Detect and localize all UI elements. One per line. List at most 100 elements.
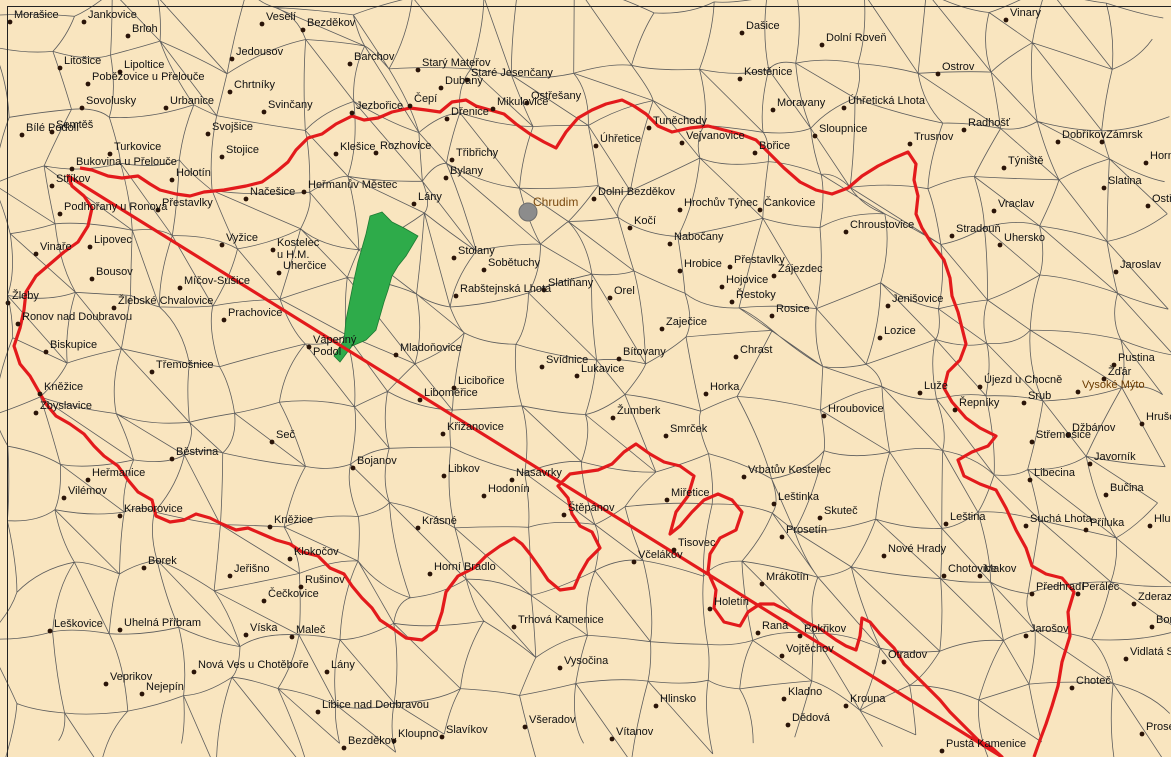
- place-label: Uherčice: [283, 260, 326, 272]
- village-dot-icon: [817, 515, 823, 521]
- place-label: Tuněchody: [653, 115, 708, 127]
- place-label: Horní Jelení: [1150, 150, 1171, 162]
- place-label: Bezděkov: [307, 17, 356, 29]
- place-label: Jaroslav: [1120, 259, 1161, 271]
- place-label: Týniště: [1008, 155, 1043, 167]
- village-dot-icon: [243, 196, 249, 202]
- village-dot-icon: [522, 724, 528, 730]
- village-dot-icon: [107, 151, 113, 157]
- village-dots: [5, 17, 1155, 754]
- place-label: Holetín: [714, 596, 749, 608]
- place-label: Vysoké Mýto: [1082, 379, 1145, 391]
- village-dot-icon: [719, 284, 725, 290]
- village-dot-icon: [89, 276, 95, 282]
- place-label: Vyžice: [226, 232, 258, 244]
- village-dot-icon: [261, 109, 267, 115]
- place-label: Jeřišno: [234, 563, 269, 575]
- village-dot-icon: [1101, 376, 1107, 382]
- place-label: Rušinov: [305, 574, 345, 586]
- place-label: Kněžice: [44, 381, 83, 393]
- place-label: Vysočina: [564, 655, 609, 667]
- village-dot-icon: [610, 415, 616, 421]
- village-dot-icon: [659, 326, 665, 332]
- village-dot-icon: [1131, 601, 1137, 607]
- village-dot-icon: [289, 634, 295, 640]
- place-label: Nové Hrady: [888, 543, 947, 555]
- village-dot-icon: [1101, 185, 1107, 191]
- village-dot-icon: [300, 27, 306, 33]
- place-label: Pustina: [1118, 352, 1156, 364]
- village-dot-icon: [771, 501, 777, 507]
- place-label: Žďár: [1108, 365, 1132, 378]
- place-label: Barchov: [354, 51, 395, 63]
- village-dot-icon: [481, 267, 487, 273]
- place-label: Jedousov: [236, 46, 284, 58]
- place-label: u H.M.: [277, 249, 309, 261]
- village-dot-icon: [939, 748, 945, 754]
- village-dot-icon: [752, 150, 758, 156]
- village-dot-icon: [677, 268, 683, 274]
- village-dot-icon: [79, 105, 85, 111]
- village-dot-icon: [117, 69, 123, 75]
- village-dot-icon: [85, 477, 91, 483]
- place-label: Libkov: [448, 463, 480, 475]
- place-label: Maleč: [296, 624, 326, 636]
- village-dot-icon: [881, 659, 887, 665]
- village-dot-icon: [87, 244, 93, 250]
- village-dot-icon: [440, 431, 446, 437]
- village-dot-icon: [664, 497, 670, 503]
- place-label: Brloh: [132, 23, 158, 35]
- village-dot-icon: [733, 354, 739, 360]
- village-dot-icon: [952, 407, 958, 413]
- place-label: Miřetice: [671, 487, 710, 499]
- place-label: Dědová: [792, 712, 831, 724]
- village-dot-icon: [125, 33, 131, 39]
- place-label: Klešice: [340, 141, 375, 153]
- city-chrudim-circle-icon[interactable]: [518, 202, 538, 222]
- village-dot-icon: [270, 247, 276, 253]
- village-dot-icon: [111, 305, 117, 311]
- village-dot-icon: [961, 127, 967, 133]
- place-label: Podhořany u Ronova: [64, 201, 168, 213]
- city-label-chrudim: Chrudim: [533, 195, 578, 209]
- village-dot-icon: [33, 410, 39, 416]
- place-label: Řestoky: [736, 288, 776, 301]
- place-label: Skuteč: [824, 505, 858, 517]
- village-dot-icon: [1143, 160, 1149, 166]
- village-dot-icon: [349, 110, 355, 116]
- place-label: Vítanov: [616, 726, 654, 738]
- village-dot-icon: [411, 201, 417, 207]
- highlighted-municipality-morasice[interactable]: [333, 211, 419, 363]
- village-dot-icon: [269, 439, 275, 445]
- place-label: Příluka: [1090, 517, 1125, 529]
- place-label: Hroubovice: [828, 403, 884, 415]
- village-dot-icon: [453, 293, 459, 299]
- place-label: Vinary: [1010, 7, 1041, 19]
- village-dot-icon: [219, 154, 225, 160]
- place-label: Lozice: [884, 325, 916, 337]
- village-dot-icon: [593, 143, 599, 149]
- place-label: Jezbořice: [356, 100, 403, 112]
- place-label: Prachovice: [228, 307, 282, 319]
- place-label: Pustá Kamenice: [946, 738, 1026, 750]
- village-dot-icon: [907, 141, 913, 147]
- village-dot-icon: [679, 140, 685, 146]
- village-dot-icon: [727, 264, 733, 270]
- place-label: Sloupnice: [819, 123, 867, 135]
- place-label: Chroustovice: [850, 219, 914, 231]
- village-dot-icon: [663, 433, 669, 439]
- village-dot-icon: [117, 513, 123, 519]
- place-label: Nabočany: [674, 231, 724, 243]
- place-label: Biskupice: [50, 339, 97, 351]
- village-dot-icon: [69, 166, 75, 172]
- village-dot-icon: [1023, 633, 1029, 639]
- place-label: Míčov-Sušice: [184, 275, 250, 287]
- village-dot-icon: [977, 384, 983, 390]
- place-label: Krásné: [422, 515, 457, 527]
- place-label: Chotovice: [948, 563, 997, 575]
- village-dot-icon: [227, 89, 233, 95]
- place-label: Seč: [276, 429, 295, 441]
